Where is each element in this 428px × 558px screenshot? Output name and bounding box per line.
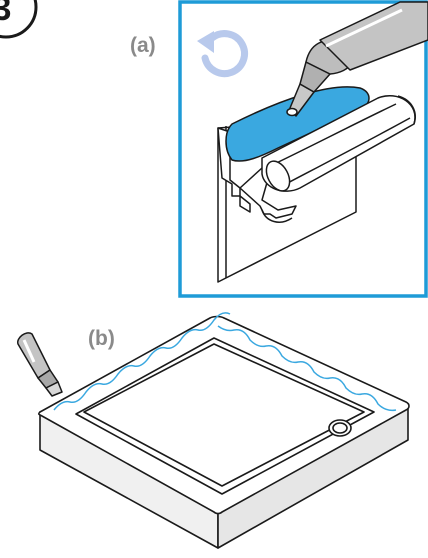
rotate-counterclockwise-icon xyxy=(197,30,248,78)
trim-roller xyxy=(261,95,416,192)
shower-tray xyxy=(37,315,410,549)
step-badge: 3 xyxy=(0,0,38,39)
panel-a-label: (a) xyxy=(130,34,156,57)
panel-b-label: (b) xyxy=(88,327,115,350)
caulk-tube-icon xyxy=(17,332,63,397)
step-number: 3 xyxy=(0,0,11,28)
sealant-wave xyxy=(53,312,397,412)
caulk-gun-nozzle-icon xyxy=(286,1,428,117)
